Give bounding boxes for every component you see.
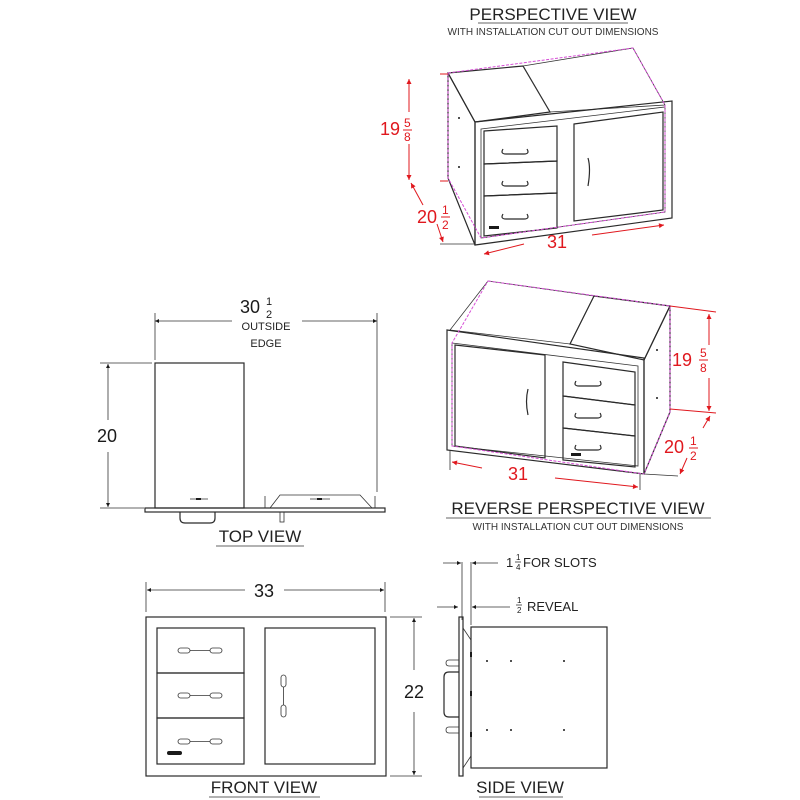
width-dimension: 31 xyxy=(508,464,528,484)
svg-text:1: 1 xyxy=(442,203,449,217)
height-dimension: 19 xyxy=(672,350,692,370)
svg-text:8: 8 xyxy=(700,361,707,375)
svg-text:5: 5 xyxy=(404,116,411,130)
perspective-view-subtitle: WITH INSTALLATION CUT OUT DIMENSIONS xyxy=(448,27,659,38)
width-dimension: 33 xyxy=(254,581,274,601)
svg-text:1: 1 xyxy=(516,553,521,562)
cutout-outline xyxy=(451,280,671,475)
cutout-outline xyxy=(447,47,666,239)
svg-text:1: 1 xyxy=(690,434,697,448)
cabinet-drawing xyxy=(446,280,671,475)
perspective-view: PERSPECTIVE VIEW WITH INSTALLATION CUT O… xyxy=(380,5,673,256)
front-view: 33 22 FRONT VIEW xyxy=(145,581,424,798)
side-view: 1 1 4 FOR SLOTS 1 2 REVEAL SIDE VIEW xyxy=(437,553,608,798)
svg-text:1: 1 xyxy=(266,296,272,308)
side-view-title: SIDE VIEW xyxy=(476,778,564,797)
cabinet-drawing xyxy=(447,47,673,246)
depth-dimension: 20 xyxy=(417,207,437,227)
slots-dimension: 1 xyxy=(506,555,513,570)
svg-text:2: 2 xyxy=(442,218,449,232)
svg-text:5: 5 xyxy=(700,346,707,360)
reveal-label: REVEAL xyxy=(527,599,578,614)
perspective-view-title: PERSPECTIVE VIEW xyxy=(469,5,636,24)
outside-edge-note: OUTSIDE xyxy=(242,321,291,333)
reverse-perspective-view-title: REVERSE PERSPECTIVE VIEW xyxy=(451,499,704,518)
height-dimension: 19 xyxy=(380,119,400,139)
reverse-perspective-view: 19 5 8 20 1 2 31 REVERSE PERSPECTIVE VIE… xyxy=(446,280,717,533)
svg-text:2: 2 xyxy=(266,309,272,321)
depth-dimension: 20 xyxy=(664,437,684,457)
svg-text:2: 2 xyxy=(517,606,522,615)
svg-text:EDGE: EDGE xyxy=(250,338,281,350)
svg-text:8: 8 xyxy=(404,130,411,144)
svg-text:4: 4 xyxy=(516,563,521,572)
width-dimension: 30 xyxy=(240,297,260,317)
reverse-perspective-view-subtitle: WITH INSTALLATION CUT OUT DIMENSIONS xyxy=(473,522,684,533)
slots-label: FOR SLOTS xyxy=(523,555,597,570)
top-view-title: TOP VIEW xyxy=(219,527,302,546)
top-view: 30 1 2 OUTSIDE EDGE 20 TOP VIEW xyxy=(97,296,386,547)
svg-text:2: 2 xyxy=(690,449,697,463)
reveal-dimension: 1 xyxy=(517,596,522,605)
depth-dimension: 20 xyxy=(97,426,117,446)
height-dimension: 22 xyxy=(404,682,424,702)
width-dimension: 31 xyxy=(547,232,567,252)
front-view-title: FRONT VIEW xyxy=(211,778,317,797)
